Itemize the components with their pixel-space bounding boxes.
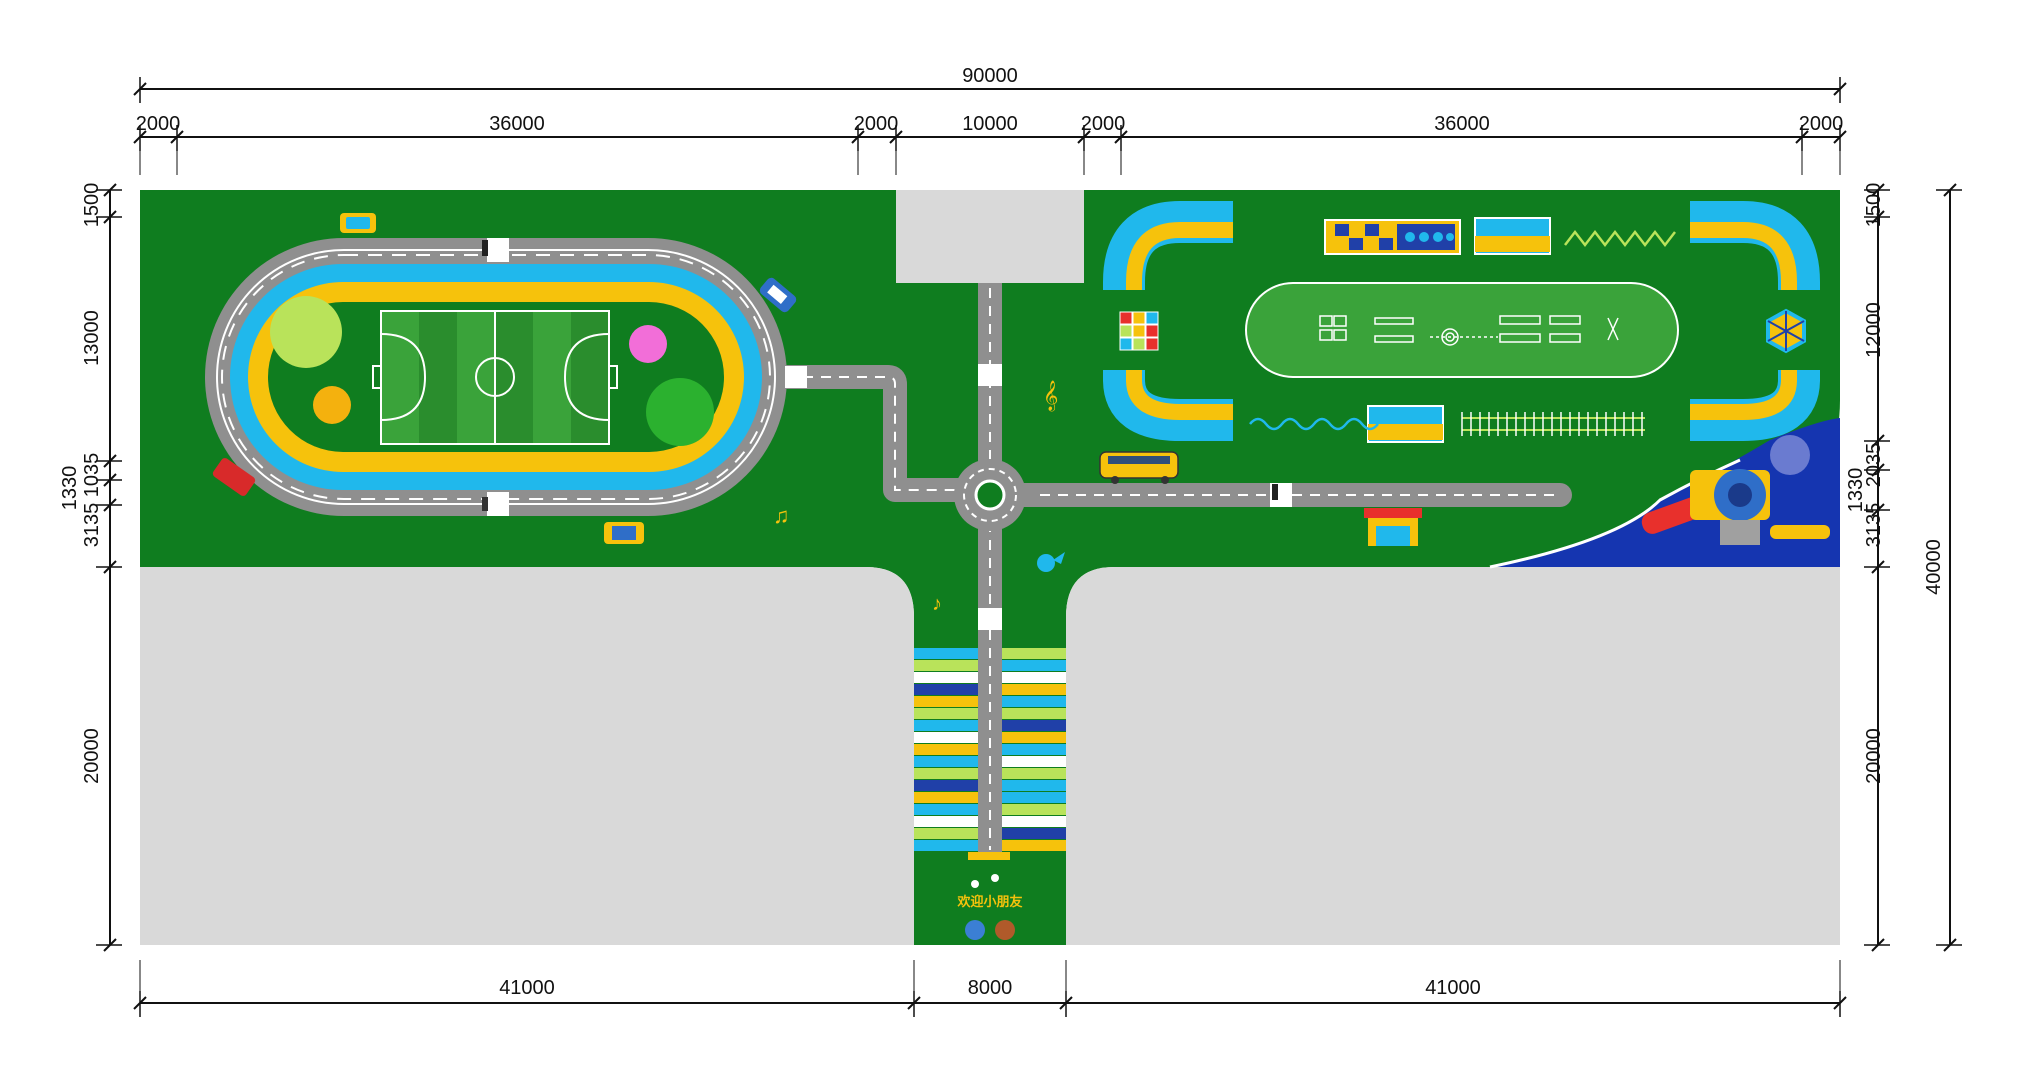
circle-pink: [629, 325, 667, 363]
dim-right-3: 2035: [1863, 443, 1885, 488]
dim-top-5: 36000: [1434, 113, 1490, 135]
dim-top-4: 2000: [1081, 113, 1126, 135]
svg-text:♪: ♪: [932, 593, 942, 615]
welcome-sign: 欢迎小朋友: [956, 894, 1022, 909]
entrance-stripes: [914, 648, 1066, 860]
bird-icon: [1037, 552, 1065, 572]
paved-right: [1066, 567, 1840, 945]
dim-left-0: 1500: [81, 183, 103, 228]
center-oval: [1245, 282, 1679, 378]
dim-left-2: 1330: [59, 466, 81, 511]
hexagon-web: [1766, 308, 1806, 354]
ladder-line: [1461, 412, 1645, 436]
dim-top-0: 2000: [136, 113, 181, 135]
dim-top-2: 2000: [854, 113, 899, 135]
dim-right-0: 1500: [1863, 183, 1885, 228]
circle-orange: [313, 386, 351, 424]
music-note-icon-3: ♪: [932, 593, 942, 615]
plaza-top: [896, 190, 1084, 283]
dim-right-4: 3135: [1863, 503, 1885, 548]
dimension-labels: 90000 2000 36000 2000 10000 2000 36000 2…: [59, 65, 1945, 999]
tile-bottom: [1367, 405, 1444, 443]
dim-top-3: 10000: [962, 113, 1018, 135]
svg-text:♫: ♫: [773, 503, 790, 528]
dim-top-1: 36000: [489, 113, 545, 135]
dim-bottom-1: 8000: [968, 977, 1013, 999]
road-network: [785, 283, 1572, 853]
fire-truck-icon: [212, 458, 256, 496]
paved-areas: [140, 190, 1840, 945]
dim-left-4: 3135: [81, 503, 103, 548]
color-grid: [1119, 311, 1159, 351]
circle-lime: [270, 296, 342, 368]
hopscotch-board: [1324, 219, 1461, 255]
dim-right-total: 40000: [1923, 539, 1945, 595]
dimension-lines: [96, 77, 1962, 1017]
music-note-icon: 𝄞: [1043, 380, 1058, 412]
play-structure: [1641, 435, 1830, 545]
wave-line: [1249, 417, 1379, 431]
dim-right-1: 12000: [1863, 302, 1885, 358]
tile-top: [1474, 217, 1551, 255]
dim-right-5: 20000: [1863, 728, 1885, 784]
dim-right-2: 1330: [1845, 468, 1867, 513]
activity-track: [1103, 201, 1820, 443]
dim-bottom-0: 41000: [499, 977, 555, 999]
dim-left-1: 13000: [81, 310, 103, 366]
water-play-area: [1489, 418, 1840, 569]
illustrations: 𝄞 ♫ ♪: [212, 213, 1422, 615]
dim-top-total: 90000: [962, 65, 1018, 87]
football-pitch: [372, 310, 618, 445]
dim-left-3: 1035: [81, 453, 103, 498]
oval-games: [1319, 315, 1619, 346]
dim-left-5: 20000: [81, 728, 103, 784]
car-icon: [340, 213, 376, 233]
svg-text:𝄞: 𝄞: [1043, 380, 1058, 412]
taxi-icon: [604, 522, 644, 544]
running-track: [205, 238, 787, 516]
dim-bottom-2: 41000: [1425, 977, 1481, 999]
welcome-characters: [965, 874, 1015, 940]
police-car-icon: [759, 277, 797, 313]
right-turf: [1084, 190, 1840, 567]
zigzag-line: [1564, 229, 1676, 248]
dim-top-6: 2000: [1799, 113, 1844, 135]
paved-left: [140, 567, 914, 945]
school-bus-icon: [1099, 451, 1179, 484]
music-note-icon-2: ♫: [773, 503, 790, 528]
kiosk-icon: [1364, 508, 1422, 546]
circle-green: [646, 378, 714, 446]
